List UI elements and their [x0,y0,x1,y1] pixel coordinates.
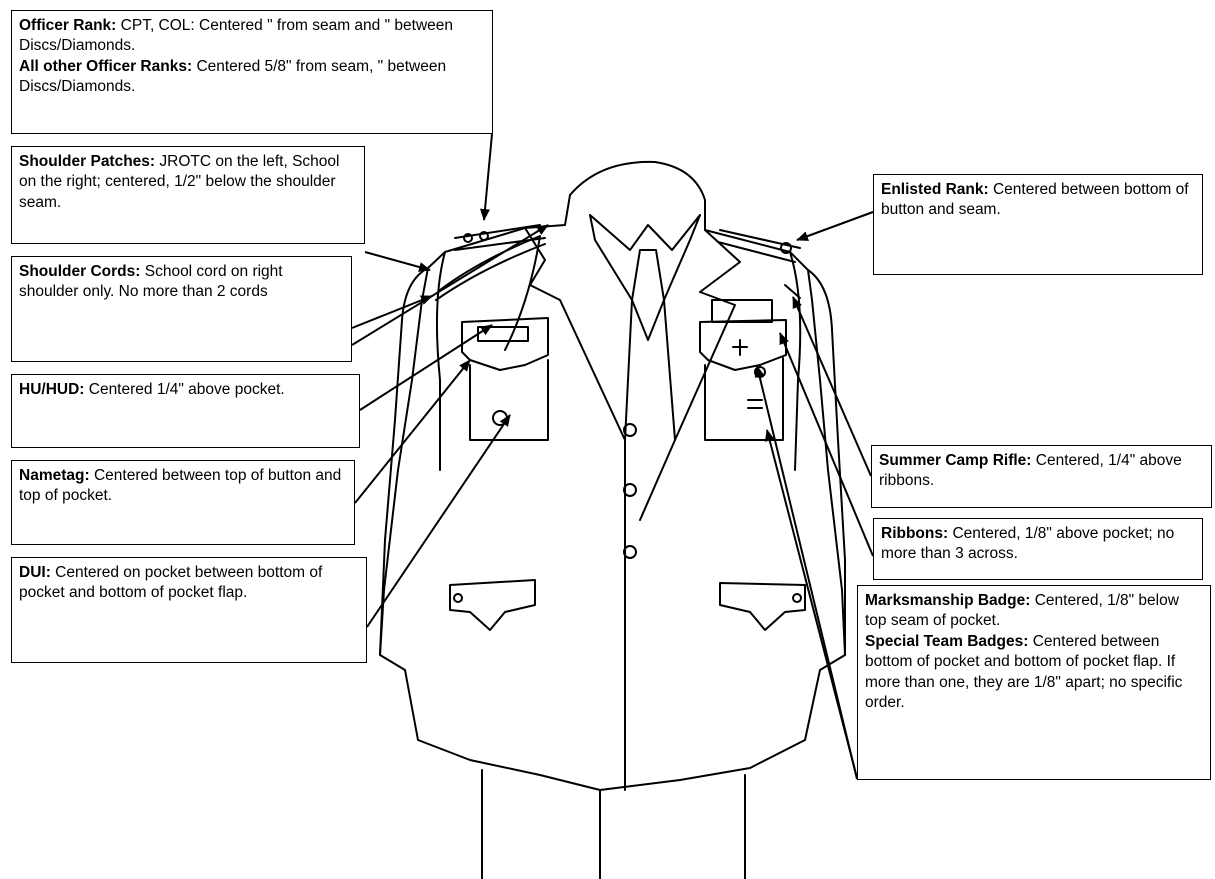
special-team-title: Special Team Badges: [865,632,1029,650]
dui-text: Centered on pocket between bottom of poc… [19,564,323,602]
nametag-label: Nametag: Centered between top of button … [11,460,355,545]
hu-hud-text: Centered 1/4" above pocket. [88,381,285,398]
summer-camp-rifle-title: Summer Camp Rifle: [879,452,1032,469]
hu-hud-title: HU/HUD: [19,381,85,398]
other-officer-ranks-title: All other Officer Ranks: [19,57,193,75]
officer-rank-title: Officer Rank: [19,17,117,34]
dui-label: DUI: Centered on pocket between bottom o… [11,557,367,663]
hu-hud-label: HU/HUD: Centered 1/4" above pocket. [11,374,360,448]
ribbons [711,299,773,323]
right-breast-pocket [699,319,787,371]
other-officer-ranks-text: Centered 5/8" from seam, " between Discs… [19,57,447,96]
leader-summer-camp-rifle [792,296,872,477]
leader-shoulder-cords [351,295,433,329]
marksmanship-title: Marksmanship Badge: [865,592,1031,609]
leader-enlisted-rank [796,211,874,241]
front-button [623,423,637,437]
officer-rank-text: CPT, COL: Centered " from seam and " bet… [19,17,454,55]
officer-rank-label: Officer Rank: CPT, COL: Centered " from … [11,10,493,134]
left-breast-pocket [461,317,549,371]
enlisted-rank-text: Centered between bottom of button and se… [881,181,1189,219]
leader-shoulder-cords-2 [351,224,549,346]
shirt-collar [589,214,701,251]
ribbons-text: Centered, 1/8" above pocket; no more tha… [881,525,1175,563]
marksmanship-text: Centered, 1/8" below top seam of pocket. [865,592,1179,630]
leader-nametag [354,359,471,504]
leader-ribbons [779,332,874,557]
shoulder-cords-label: Shoulder Cords: School cord on right sho… [11,256,352,362]
summer-camp-rifle-label: Summer Camp Rifle: Centered, 1/4" above … [871,445,1212,508]
front-button [623,483,637,497]
shoulder-cords-title: Shoulder Cords: [19,263,141,280]
leader-officer-rank [480,133,493,221]
shoulder-cords-text: School cord on right shoulder only. No m… [19,263,283,301]
left-lower-pocket [449,579,536,631]
shoulder-patches-title: Shoulder Patches: [19,153,156,170]
rifle-badge [784,284,801,299]
right-lower-pocket [719,582,806,631]
right-epaulet [717,229,801,263]
enlisted-rank-title: Enlisted Rank: [881,181,989,198]
front-button [623,545,637,559]
right-sleeve [807,269,846,656]
leader-dui [366,414,511,628]
nametag-title: Nametag: [19,467,90,484]
left-sleeve [379,267,429,656]
dui-title: DUI: [19,564,51,581]
shoulder-patches-label: Shoulder Patches: JROTC on the left, Sch… [11,146,365,244]
ribbons-label: Ribbons: Centered, 1/8" above pocket; no… [873,518,1203,580]
special-team-text: Centered between bottom of pocket and bo… [865,632,1183,712]
shoulder-cord [435,235,546,351]
trousers [481,769,746,879]
enlisted-rank-label: Enlisted Rank: Centered between bottom o… [873,174,1203,275]
nametag-text: Centered between top of button and top o… [19,467,342,505]
right-lapel [663,214,741,441]
leader-shoulder-patches [364,251,431,272]
summer-camp-rifle-text: Centered, 1/4" above ribbons. [879,452,1182,490]
leader-special-team [764,429,858,779]
marksmanship-badge [732,339,748,356]
leader-hu-hud [359,324,493,411]
ribbons-title: Ribbons: [881,525,949,542]
jacket-outline [379,227,846,791]
shoulder-patches-text: JROTC on the left, School on the right; … [19,153,340,211]
necktie [631,249,665,341]
left-lapel [524,214,633,441]
collar-neck [569,160,706,231]
special-team-badge [747,399,763,409]
marksmanship-label: Marksmanship Badge: Centered, 1/8" below… [857,585,1211,780]
